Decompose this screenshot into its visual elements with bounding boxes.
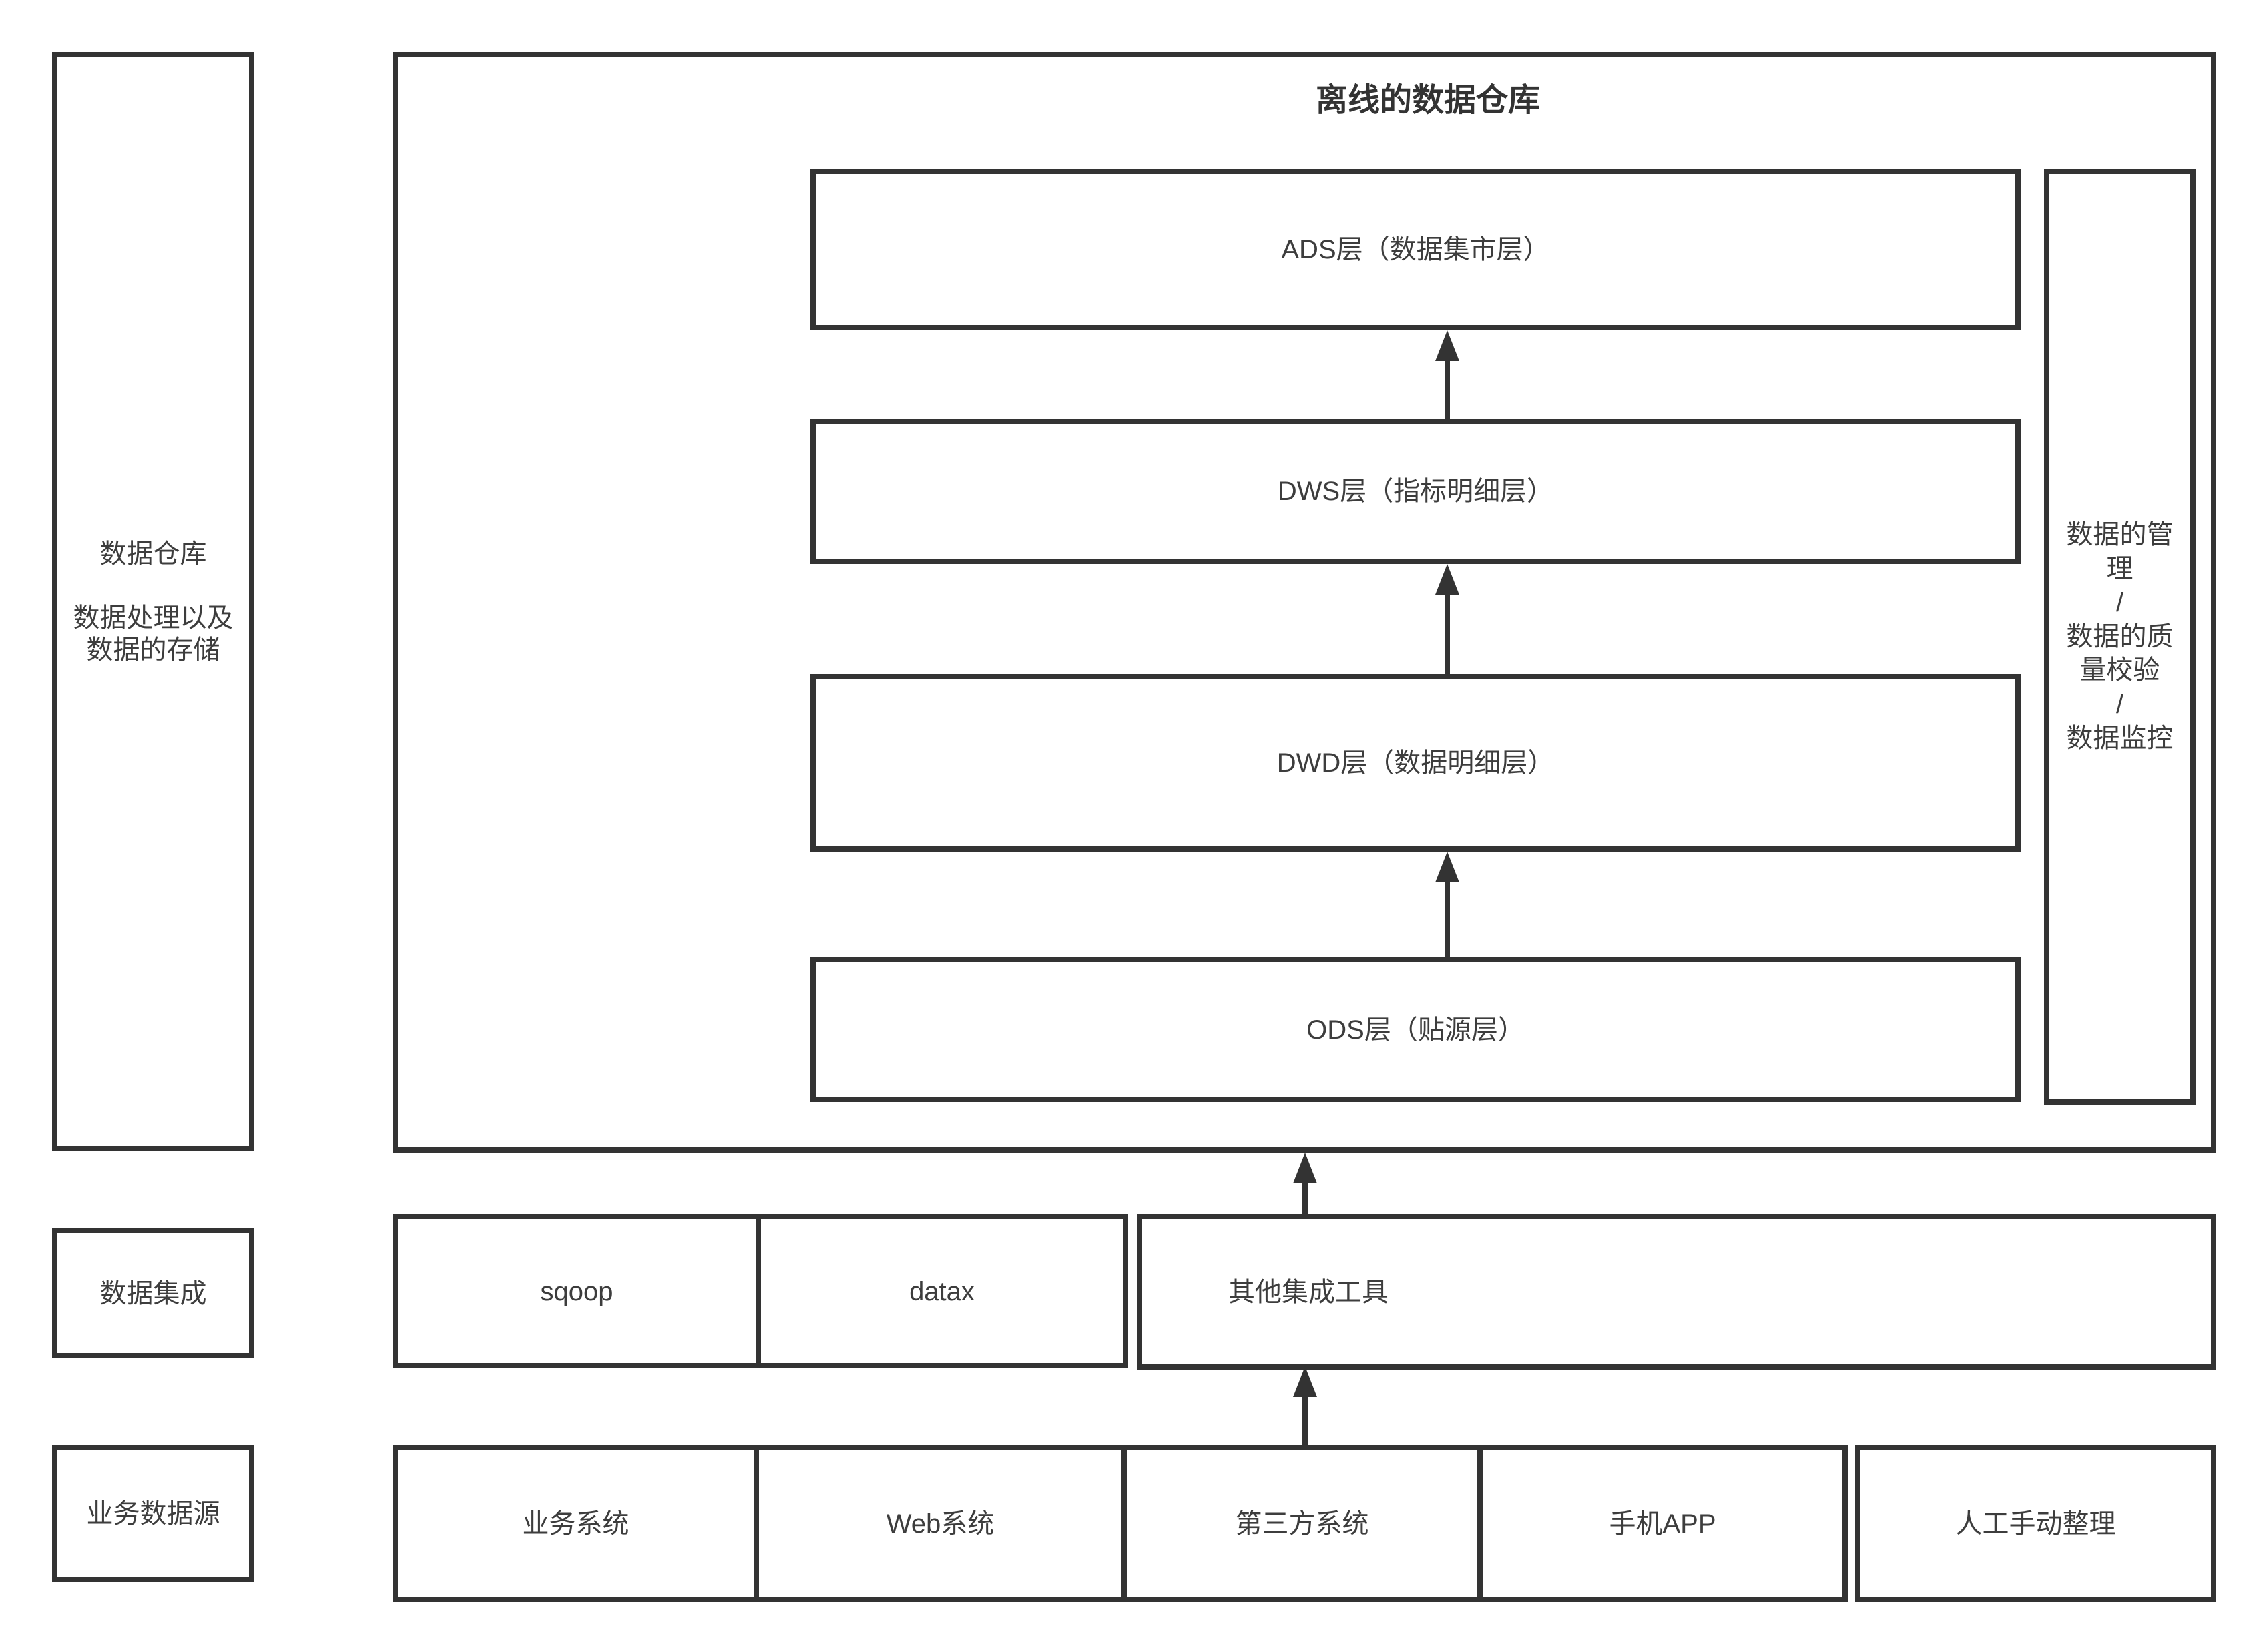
- tool-other-integration: 其他集成工具: [1137, 1214, 2216, 1370]
- source-business-system: 业务系统: [393, 1445, 759, 1602]
- governance-label: 数据的管理 / 数据的质量校验 / 数据监控: [2066, 520, 2174, 753]
- layer-dws: DWS层（指标明细层）: [810, 419, 2021, 564]
- layer-ads: ADS层（数据集市层）: [810, 169, 2021, 330]
- integration-role-box: 数据集成: [52, 1228, 254, 1358]
- integration-role-label: 数据集成: [99, 1278, 207, 1308]
- layer-dwd: DWD层（数据明细层）: [810, 674, 2021, 852]
- arrow-stem: [1302, 1397, 1308, 1445]
- source-mobile-app-label: 手机APP: [1609, 1508, 1716, 1539]
- layer-dws-label: DWS层（指标明细层）: [1277, 477, 1554, 506]
- offline-warehouse-panel: 离线的数据仓库 ADS层（数据集市层） DWS层（指标明细层） DWD层（数据明…: [393, 52, 2216, 1153]
- sources-role-label: 业务数据源: [86, 1498, 220, 1529]
- tool-datax: datax: [756, 1214, 1128, 1368]
- sources-role-box: 业务数据源: [52, 1445, 254, 1582]
- source-web-system-label: Web系统: [886, 1508, 995, 1539]
- arrow-head-icon: [1435, 852, 1459, 882]
- source-business-system-label: 业务系统: [522, 1508, 629, 1539]
- layer-dwd-label: DWD层（数据明细层）: [1276, 748, 1555, 778]
- arrow-stem: [1445, 595, 1450, 674]
- warehouse-role-label: 数据仓库 数据处理以及 数据的存储: [73, 539, 234, 665]
- source-mobile-app: 手机APP: [1477, 1445, 1848, 1602]
- arrow-dwd-to-dws: [1434, 564, 1461, 674]
- source-web-system: Web系统: [754, 1445, 1127, 1602]
- arrow-stem: [1302, 1183, 1308, 1214]
- arrow-ods-to-dwd: [1434, 852, 1461, 957]
- source-manual-label: 人工手动整理: [1955, 1508, 2116, 1539]
- source-third-party-label: 第三方系统: [1235, 1508, 1369, 1539]
- tool-datax-label: datax: [909, 1276, 975, 1306]
- offline-warehouse-title: 离线的数据仓库: [1316, 83, 1541, 118]
- arrow-sources-to-integration: [1292, 1366, 1318, 1445]
- layer-ods-label: ODS层（贴源层）: [1306, 1015, 1525, 1045]
- governance-box: 数据的管理 / 数据的质量校验 / 数据监控: [2044, 169, 2196, 1105]
- arrow-dws-to-ads: [1434, 330, 1461, 419]
- arrow-head-icon: [1293, 1366, 1317, 1397]
- arrow-head-icon: [1435, 564, 1459, 595]
- arrow-stem: [1445, 882, 1450, 957]
- arrow-head-icon: [1435, 330, 1459, 361]
- layer-ads-label: ADS层（数据集市层）: [1281, 235, 1550, 264]
- tool-sqoop: sqoop: [393, 1214, 761, 1368]
- arrow-head-icon: [1293, 1153, 1317, 1183]
- tool-sqoop-label: sqoop: [540, 1276, 613, 1306]
- arrow-integration-to-warehouse: [1292, 1153, 1318, 1214]
- tool-other-label: 其他集成工具: [1228, 1277, 1389, 1307]
- warehouse-role-box: 数据仓库 数据处理以及 数据的存储: [52, 52, 254, 1151]
- source-third-party-system: 第三方系统: [1121, 1445, 1483, 1602]
- source-manual-collection: 人工手动整理: [1855, 1445, 2216, 1602]
- arrow-stem: [1445, 361, 1450, 419]
- layer-ods: ODS层（贴源层）: [810, 957, 2021, 1102]
